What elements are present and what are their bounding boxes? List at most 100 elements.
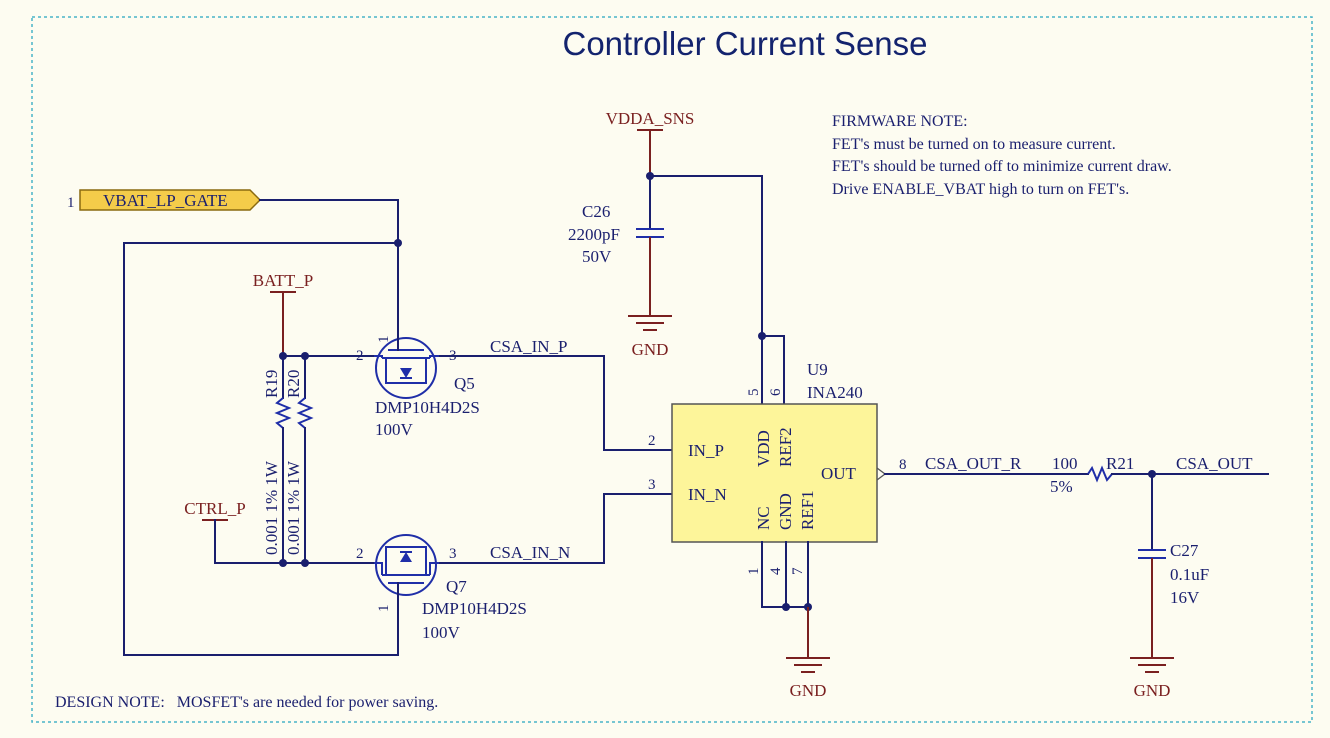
resistor-r21[interactable]: [1087, 465, 1113, 483]
mosfet-pin: 1: [376, 605, 392, 613]
power-label-vdda: VDDA_SNS: [606, 109, 695, 128]
capacitor-value-c26: 2200pF: [568, 225, 620, 244]
wire-gate: [259, 199, 399, 244]
resistor-ref-r19: R19: [262, 370, 281, 398]
wire-u9-pin6: [761, 335, 785, 405]
junction-dot: [301, 559, 309, 567]
junction-dot: [782, 603, 790, 611]
power-label-batt: BATT_P: [253, 271, 313, 290]
capacitor-rating-c26: 50V: [582, 247, 612, 266]
firmware-note-line: FET's should be turned off to minimize c…: [832, 158, 1172, 175]
mosfet-part-q7: DMP10H4D2S: [422, 599, 527, 618]
junction-dot: [758, 332, 766, 340]
mosfet-q7[interactable]: [374, 534, 440, 596]
port-label: VBAT_LP_GATE: [103, 191, 228, 210]
mosfet-q5[interactable]: [374, 337, 440, 399]
ic-part-u9: INA240: [807, 383, 863, 402]
resistor-tolerance-r21: 5%: [1050, 477, 1073, 496]
mosfet-lead: [374, 562, 383, 575]
ic-pin-number: 1: [746, 568, 762, 576]
ic-pin-number: 2: [648, 433, 656, 449]
wire-u9-pin1: [761, 541, 809, 608]
mosfet-diode-arrow: [400, 552, 412, 562]
ic-pin-label: REF2: [776, 427, 795, 467]
ic-out-arrow: [876, 467, 887, 481]
net-label-csa-in-n: CSA_IN_N: [490, 543, 570, 562]
mosfet-lead: [374, 355, 383, 358]
power-port-batt: BATT_P: [253, 271, 313, 356]
firmware-note-line: FET's must be turned on to measure curre…: [832, 136, 1116, 153]
wire-vdda: [649, 175, 763, 337]
resistor-ref-r21: R21: [1106, 454, 1134, 473]
capacitor-c27[interactable]: [1138, 549, 1166, 559]
wire-csa-in-p: [439, 355, 673, 451]
ic-pin-number: 8: [899, 457, 907, 473]
sheet-border: [31, 16, 1313, 723]
mosfet-diode: [385, 546, 427, 575]
resistor-r19[interactable]: [274, 355, 292, 564]
ic-pin-number: 4: [768, 567, 784, 575]
capacitor-c26[interactable]: [636, 228, 664, 238]
firmware-note-line: Drive ENABLE_VBAT high to turn on FET's.: [832, 181, 1129, 198]
resistor-zigzag: [274, 397, 292, 429]
mosfet-pin: 3: [449, 546, 457, 562]
ground-symbol: GND: [786, 657, 830, 700]
ic-pin-number: 7: [790, 567, 806, 575]
port-vbat-lp-gate[interactable]: 1 VBAT_LP_GATE: [67, 189, 262, 211]
mosfet-rating-q7: 100V: [422, 623, 461, 642]
mosfet-lead: [429, 355, 440, 358]
ic-body: [671, 403, 878, 543]
firmware-note-heading: FIRMWARE NOTE:: [832, 113, 968, 130]
mosfet-pin: 2: [356, 546, 364, 562]
resistor-zigzag: [296, 397, 314, 429]
mosfet-ref-q5: Q5: [454, 374, 475, 393]
ic-pin-label: VDD: [754, 430, 773, 467]
capacitor-ref-c27: C27: [1170, 541, 1199, 560]
mosfet-pin: 1: [376, 336, 392, 344]
ic-u9[interactable]: IN_P IN_N OUT VDD REF2 NC GND REF1: [671, 403, 887, 543]
ic-pin-label: IN_P: [688, 441, 724, 460]
ic-pin-label: NC: [754, 506, 773, 530]
port-flag: [79, 189, 262, 211]
ic-pin-label: OUT: [821, 464, 857, 483]
mosfet-body: [375, 534, 437, 596]
ground-label: GND: [790, 681, 827, 700]
net-label-csa-out: CSA_OUT: [1176, 454, 1253, 473]
mosfet-diode: [385, 358, 427, 384]
ground-symbol: GND: [628, 315, 672, 359]
mosfet-body: [375, 337, 437, 399]
ic-pin-number: 3: [648, 477, 656, 493]
resistor-value-r21: 100: [1052, 454, 1078, 473]
capacitor-value-c27: 0.1uF: [1170, 565, 1209, 584]
ic-pin-number: 5: [746, 389, 762, 397]
mosfet-rating-q5: 100V: [375, 420, 414, 439]
firmware-note: FIRMWARE NOTE: FET's must be turned on t…: [832, 113, 1172, 198]
ground-label: GND: [1134, 681, 1171, 700]
ic-pin-label: IN_N: [688, 485, 727, 504]
ground-label: GND: [632, 340, 669, 359]
capacitor-rating-c27: 16V: [1170, 588, 1200, 607]
mosfet-part-q5: DMP10H4D2S: [375, 398, 480, 417]
mosfet-pin: 2: [356, 348, 364, 364]
mosfet-lead: [429, 562, 440, 575]
design-note: DESIGN NOTE: MOSFET's are needed for pow…: [55, 694, 438, 711]
resistor-zigzag: [1087, 465, 1113, 483]
resistor-value-r20: 0.001 1% 1W: [284, 460, 303, 555]
net-label-csa-out-r: CSA_OUT_R: [925, 454, 1022, 473]
resistor-ref-r20: R20: [284, 370, 303, 398]
ic-pin-label: REF1: [798, 490, 817, 530]
net-label-csa-in-p: CSA_IN_P: [490, 337, 567, 356]
wire-csa-in-n: [439, 493, 673, 564]
resistor-r20[interactable]: [296, 355, 314, 564]
sheet-title: Controller Current Sense: [563, 25, 928, 62]
junction-dot: [279, 559, 287, 567]
ground-symbol: GND: [1130, 657, 1174, 700]
port-pin-number: 1: [67, 195, 75, 211]
ic-pin-label: GND: [776, 493, 795, 530]
ic-pin-number: 6: [768, 388, 784, 396]
power-label-ctrl: CTRL_P: [184, 499, 245, 518]
mosfet-diode-arrow: [400, 368, 412, 378]
capacitor-ref-c26: C26: [582, 202, 610, 221]
wire-gate-loop: [123, 242, 399, 656]
